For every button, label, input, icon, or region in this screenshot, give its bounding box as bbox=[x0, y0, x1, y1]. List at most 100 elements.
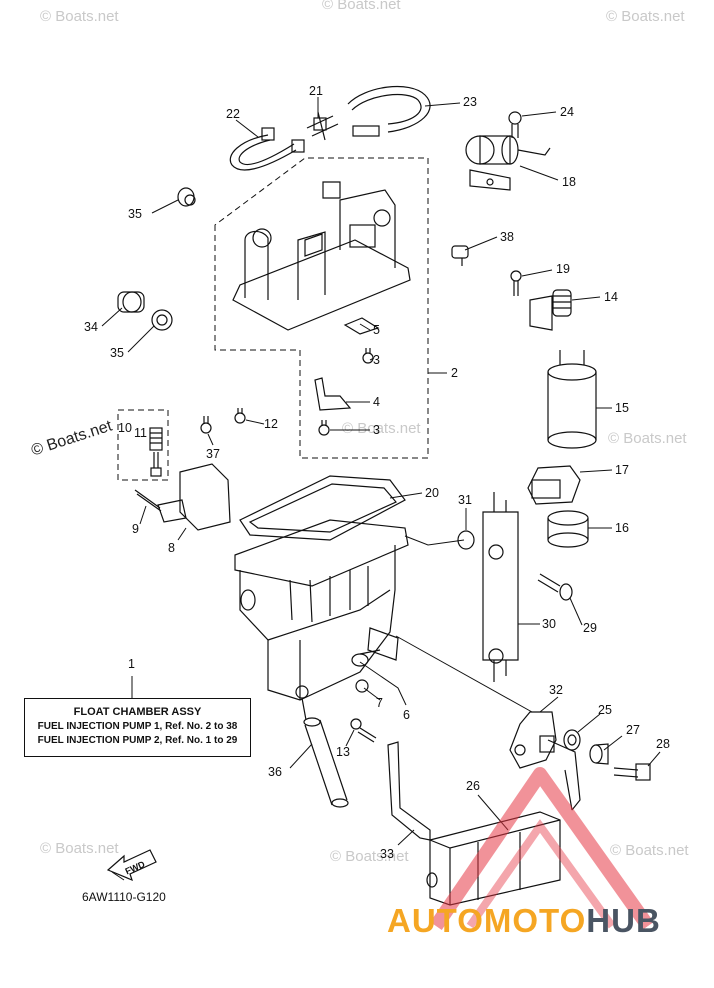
callout-7: 7 bbox=[376, 696, 383, 710]
vapor-separator-cover bbox=[232, 181, 411, 331]
grommet-35-top bbox=[177, 187, 196, 207]
holder-17 bbox=[527, 465, 581, 505]
bolt-29 bbox=[537, 573, 573, 601]
callout-11: 11 bbox=[134, 426, 147, 440]
callout-16: 16 bbox=[615, 521, 629, 535]
screw-24 bbox=[508, 111, 522, 138]
watermark: © Boats.net bbox=[342, 420, 421, 437]
callout-28: 28 bbox=[656, 737, 670, 751]
gasket-20 bbox=[239, 475, 406, 541]
info-box-line-1: FUEL INJECTION PUMP 1, Ref. No. 2 to 38 bbox=[37, 721, 238, 732]
screw-19 bbox=[510, 270, 522, 296]
callout-35-lower: 35 bbox=[110, 346, 124, 360]
callout-37: 37 bbox=[206, 447, 220, 461]
fitting-6 bbox=[351, 627, 399, 667]
grommet-31 bbox=[457, 530, 475, 550]
callout-20: 20 bbox=[425, 486, 439, 500]
info-box-callout: 1 bbox=[128, 657, 135, 671]
callout-4: 4 bbox=[373, 395, 380, 409]
watermark: © Boats.net bbox=[330, 848, 409, 865]
callout-22: 22 bbox=[226, 107, 240, 121]
callout-29: 29 bbox=[583, 621, 597, 635]
callout-14: 14 bbox=[604, 290, 618, 304]
callout-38: 38 bbox=[500, 230, 514, 244]
watermark: © Boats.net bbox=[608, 430, 687, 447]
damper-16 bbox=[547, 510, 589, 548]
pin-9 bbox=[134, 489, 162, 512]
callout-27: 27 bbox=[626, 723, 640, 737]
callout-21: 21 bbox=[309, 84, 323, 98]
info-box-title: FLOAT CHAMBER ASSY bbox=[73, 706, 202, 718]
callout-33: 33 bbox=[380, 847, 394, 861]
hose-22 bbox=[229, 127, 305, 171]
callout-10: 10 bbox=[118, 421, 132, 435]
tee-joint-21 bbox=[306, 111, 339, 141]
pressure-regulator-18 bbox=[465, 135, 551, 191]
diagram-code: 6AW1110-G120 bbox=[82, 890, 166, 904]
float-chamber bbox=[234, 519, 409, 701]
canister-26 bbox=[426, 811, 561, 906]
callout-31: 31 bbox=[458, 493, 472, 507]
bolt-13 bbox=[350, 718, 377, 743]
callout-24: 24 bbox=[560, 105, 574, 119]
callout-5: 5 bbox=[373, 323, 380, 337]
fwd-arrow-icon: FWD bbox=[106, 849, 157, 882]
callout-3-lower: 3 bbox=[373, 423, 380, 437]
callout-36: 36 bbox=[268, 765, 282, 779]
watermark: © Boats.net bbox=[40, 840, 119, 857]
bracket-32 bbox=[509, 711, 581, 811]
callout-12: 12 bbox=[264, 417, 278, 431]
plug-7 bbox=[355, 679, 369, 693]
assembly-outline-top bbox=[214, 157, 429, 459]
watermark: © Boats.net bbox=[322, 0, 401, 13]
bracket-4 bbox=[314, 377, 352, 411]
logo-triangle-icon bbox=[430, 767, 654, 931]
callout-30: 30 bbox=[542, 617, 556, 631]
bracket-33 bbox=[387, 741, 431, 841]
grommet-25 bbox=[563, 729, 581, 751]
fuel-pump-15 bbox=[547, 350, 597, 449]
callout-labels: 22 21 23 24 18 35 38 19 14 34 35 5 3 2 4… bbox=[84, 84, 670, 861]
automotohub-logo: AUTOMOTOHUB bbox=[387, 902, 661, 940]
leader-lines bbox=[101, 97, 661, 846]
watermark: © Boats.net bbox=[606, 8, 685, 25]
bolt-28 bbox=[613, 763, 651, 781]
hose-36 bbox=[295, 685, 349, 808]
logo-text-2: HUB bbox=[586, 902, 661, 939]
callout-8: 8 bbox=[168, 541, 175, 555]
float-chamber-info-box: FLOAT CHAMBER ASSY FUEL INJECTION PUMP 1… bbox=[24, 698, 251, 757]
bracket-5 bbox=[343, 317, 380, 335]
filter-14 bbox=[529, 289, 572, 331]
bolt-3-lower bbox=[318, 420, 330, 436]
watermark: © Boats.net bbox=[610, 842, 689, 859]
callout-19: 19 bbox=[556, 262, 570, 276]
grommet-34 bbox=[117, 291, 145, 313]
connector-8 bbox=[157, 463, 231, 531]
assembly-outline-left bbox=[117, 409, 169, 481]
callout-23: 23 bbox=[463, 95, 477, 109]
callout-34: 34 bbox=[84, 320, 98, 334]
callout-3-upper: 3 bbox=[373, 353, 380, 367]
callout-35-top: 35 bbox=[128, 207, 142, 221]
bolt-3-upper bbox=[362, 348, 374, 364]
callout-18: 18 bbox=[562, 175, 576, 189]
rail-30 bbox=[482, 492, 519, 682]
hose-23 bbox=[347, 85, 431, 137]
grommet-35-lower bbox=[151, 309, 173, 331]
valve-11 bbox=[149, 427, 163, 477]
bolt-37 bbox=[200, 416, 212, 434]
sensor-38 bbox=[451, 245, 469, 266]
bolt-12 bbox=[234, 408, 246, 424]
collar-27 bbox=[589, 743, 609, 765]
callout-17: 17 bbox=[615, 463, 629, 477]
callout-13: 13 bbox=[336, 745, 350, 759]
logo-text-1: AUTOMOTO bbox=[387, 902, 587, 939]
callout-32: 32 bbox=[549, 683, 563, 697]
callout-26: 26 bbox=[466, 779, 480, 793]
callout-25: 25 bbox=[598, 703, 612, 717]
callout-15: 15 bbox=[615, 401, 629, 415]
watermark: © Boats.net bbox=[40, 8, 119, 25]
callout-9: 9 bbox=[132, 522, 139, 536]
callout-2: 2 bbox=[451, 366, 458, 380]
